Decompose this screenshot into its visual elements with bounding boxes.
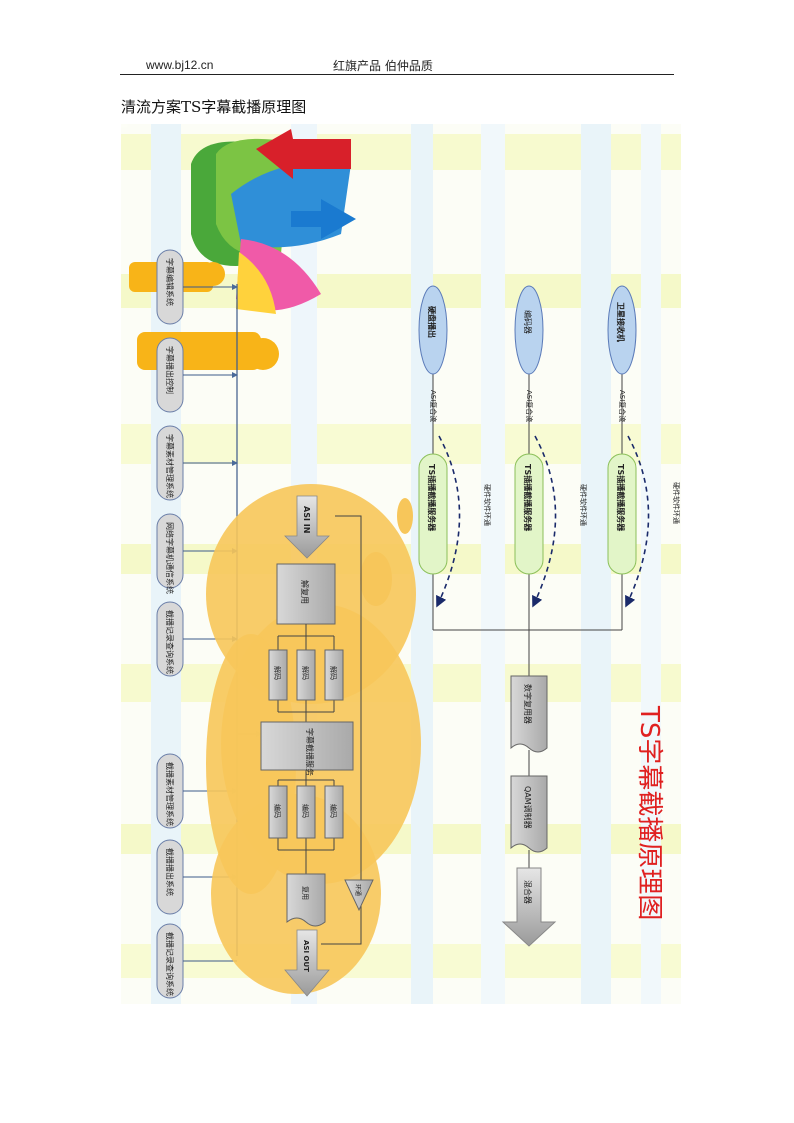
encoder-row: 编码 编码 编码 [268, 785, 344, 839]
system-pill: 截播记录查询系统 [156, 923, 237, 999]
logo-graphic [129, 129, 356, 370]
server-label: TS插播截播服务器 [523, 464, 533, 532]
source-label: 编码器 [523, 310, 533, 334]
encoder-label: 编码 [273, 804, 282, 818]
source-nodes: 硬盘播出 编码器 卫星接收机 [418, 285, 637, 375]
system-label: 截播记录查询系统 [165, 932, 175, 996]
system-label: 截播素材管理系统 [165, 762, 175, 826]
decoder-label: 解码 [273, 666, 282, 680]
system-label: 网络字幕机通信系统 [165, 522, 175, 594]
diagram-big-title: TS字幕截播原理图 [634, 705, 664, 920]
decoder-label: 解码 [329, 666, 338, 680]
loop-arcs [436, 435, 650, 608]
loop-label: 环通 [354, 884, 362, 896]
chain-label: 数字复用器 [523, 684, 533, 724]
header-rule [120, 74, 674, 75]
asi-labels: ASI复合流 ASI复合流 ASI复合流 [429, 390, 627, 422]
ts-subtitle-diagram: 字幕编辑系统 字幕播出控制 字幕素材管理系统 网络字幕机通信系统 截播记录查询系… [121, 124, 681, 1004]
decoder-label: 解码 [301, 666, 310, 680]
system-label: 字幕素材管理系统 [165, 434, 175, 498]
loop-triangle: 环通 [344, 879, 374, 912]
system-label: 字幕播出控制 [165, 346, 175, 394]
header-url: www.bj12.cn [146, 58, 214, 72]
encoder-label: 编码 [329, 804, 338, 818]
asi-out-arrow: ASI OUT [284, 929, 330, 997]
chain-label: QAM调制器 [523, 786, 533, 829]
server-label: TS插播截播服务器 [616, 464, 626, 532]
left-systems: 字幕编辑系统 字幕播出控制 字幕素材管理系统 网络字幕机通信系统 截播记录查询系… [156, 249, 238, 999]
asi-in-arrow: ASI IN [284, 495, 330, 559]
loop-arc-label: 硬件软件环通 [483, 484, 492, 526]
server-nodes: TS插播截播服务器 TS插播截播服务器 TS插播截播服务器 [418, 453, 637, 575]
system-pill: 网络字幕机通信系统 [156, 513, 238, 594]
chain-label: 混合器 [523, 880, 533, 904]
decoder-row: 解码 解码 解码 [268, 649, 344, 701]
system-pill: 字幕编辑系统 [156, 249, 238, 325]
demux-box: 解复用 [276, 563, 336, 625]
encoder-label: 编码 [301, 804, 310, 818]
server-label: TS插播截播服务器 [427, 464, 437, 532]
source-label: 硬盘播出 [427, 306, 437, 338]
loop-arc-label: 硬件软件环通 [579, 484, 588, 526]
asi-label: ASI复合流 [525, 390, 534, 422]
asi-label: ASI复合流 [618, 390, 627, 422]
processing-chain: 数字复用器 QAM调制器 混合器 [501, 675, 557, 947]
document-title: 清流方案TS字幕截播原理图 [121, 98, 307, 116]
asi-label: ASI复合流 [429, 390, 438, 422]
system-label: 截播播出系统 [165, 848, 175, 896]
subtitle-service-box: 字幕截播服务 [260, 721, 354, 776]
loop-arc-label: 硬件软件环通 [672, 482, 681, 524]
mux-label: 复用 [301, 886, 310, 900]
mux-box: 复用 [286, 873, 326, 927]
asi-out-label: ASI OUT [302, 940, 310, 972]
source-label: 卫星接收机 [616, 302, 626, 342]
demux-label: 解复用 [300, 580, 310, 604]
header-slogan: 红旗产品 伯仲品质 [333, 59, 433, 73]
center-connectors [277, 515, 362, 945]
system-label: 截播记录查询系统 [165, 610, 175, 674]
system-pill: 字幕素材管理系统 [156, 425, 238, 501]
asi-in-label: ASI IN [302, 506, 311, 533]
right-bus [432, 374, 623, 676]
loop-labels: 硬件软件环通 硬件软件环通 硬件软件环通 [483, 482, 681, 526]
system-label: 字幕编辑系统 [165, 258, 175, 306]
system-pill: 字幕播出控制 [156, 337, 238, 413]
service-label: 字幕截播服务 [305, 728, 315, 776]
